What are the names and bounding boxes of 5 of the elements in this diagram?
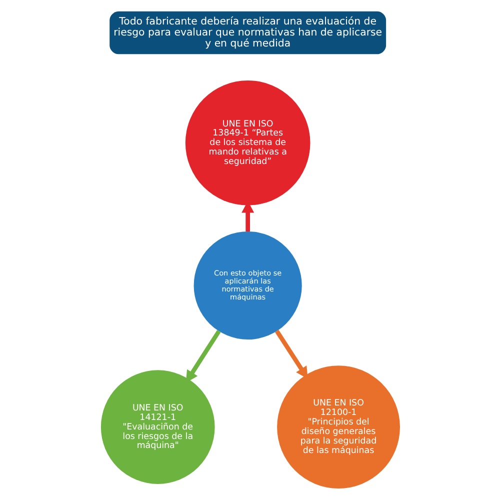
node-box: Todo fabricante debería realizar una evaluación de riesgo para evaluar que normativas han de aplicarse y en qué medida bbox=[109, 11, 386, 54]
node-circle: Con esto objeto se aplicarán las normativas de máquinas bbox=[193, 231, 302, 340]
arrow bbox=[274, 330, 308, 379]
node-circle: UNE EN ISO 13849-1 “Partes de los sistema de mando relativas a seguridad” bbox=[184, 80, 310, 206]
arrow bbox=[185, 330, 220, 383]
